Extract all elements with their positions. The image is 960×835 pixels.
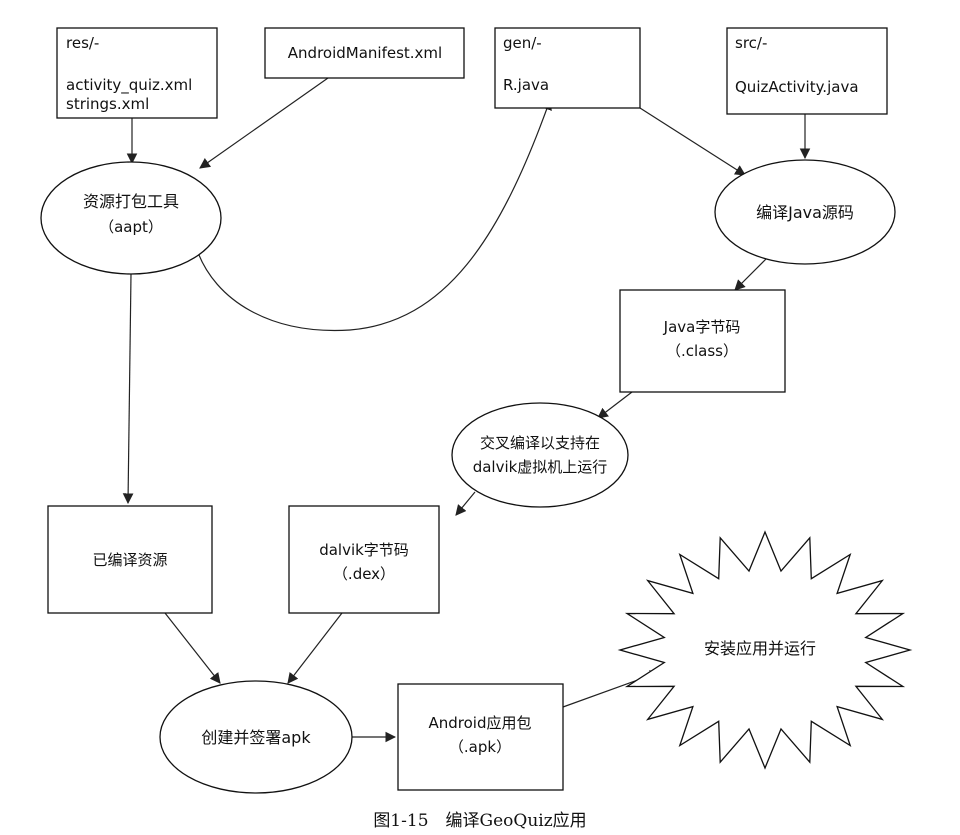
node-java-bytecode: Java字节码 （.class） <box>619 289 786 393</box>
edge-manifest-to-aapt <box>199 77 329 169</box>
node-aapt-line-2: （aapt） <box>99 218 163 236</box>
node-manifest-label: AndroidManifest.xml <box>288 44 442 62</box>
node-dx-line-1: 交叉编译以支持在 <box>480 434 600 452</box>
node-install-run-label: 安装应用并运行 <box>704 639 816 658</box>
node-dalvik-bytecode-line-2: （.dex） <box>333 565 395 583</box>
edge-rjava-to-javac <box>639 107 746 176</box>
edge-dx-to-dex <box>455 491 476 516</box>
edge-javac-to-classfile <box>734 256 769 291</box>
edge-classfile-to-dx <box>597 391 633 419</box>
node-manifest: AndroidManifest.xml <box>264 27 465 79</box>
edge-aapt-to-rjava <box>196 98 552 332</box>
node-res-folder: res/- activity_quiz.xml strings.xml <box>56 27 218 119</box>
node-javac: 编译Java源码 <box>714 159 896 265</box>
edge-dex-to-sign <box>287 612 343 684</box>
node-dx-line-2: dalvik虚拟机上运行 <box>473 458 608 476</box>
node-compiled-res-label: 已编译资源 <box>92 551 167 569</box>
node-gen-folder-line-3: R.java <box>503 76 549 94</box>
node-src-folder-line-1: src/- <box>735 34 767 52</box>
node-dalvik-bytecode: dalvik字节码 （.dex） <box>288 505 440 614</box>
node-sign-apk-label: 创建并签署apk <box>201 728 311 747</box>
starburst-shape <box>617 530 913 770</box>
node-gen-folder: gen/- R.java <box>494 27 641 109</box>
node-res-folder-line-3: activity_quiz.xml <box>66 76 192 95</box>
node-java-bytecode-line-1: Java字节码 <box>663 318 741 336</box>
node-install-run: 安装应用并运行 <box>617 530 913 770</box>
node-aapt-line-1: 资源打包工具 <box>83 192 179 211</box>
node-apk-package-line-2: （.apk） <box>449 738 511 756</box>
node-apk-package-line-1: Android应用包 <box>429 714 532 732</box>
node-javac-label: 编译Java源码 <box>756 203 854 222</box>
node-src-folder-line-3: QuizActivity.java <box>735 78 859 96</box>
node-res-folder-line-1: res/- <box>66 34 99 52</box>
node-java-bytecode-line-2: （.class） <box>666 342 738 360</box>
node-aapt: 资源打包工具 （aapt） <box>40 161 222 275</box>
node-gen-folder-line-1: gen/- <box>503 34 542 52</box>
node-dalvik-bytecode-line-1: dalvik字节码 <box>319 541 409 559</box>
node-apk-package: Android应用包 （.apk） <box>397 683 564 791</box>
node-src-folder: src/- QuizActivity.java <box>726 27 888 115</box>
node-res-folder-line-4: strings.xml <box>66 95 149 113</box>
node-compiled-res: 已编译资源 <box>47 505 213 614</box>
node-sign-apk: 创建并签署apk <box>159 680 353 794</box>
edge-compiled-res-to-sign <box>164 612 221 684</box>
edge-aapt-to-compiled-res <box>122 273 134 505</box>
node-dx: 交叉编译以支持在 dalvik虚拟机上运行 <box>451 402 629 508</box>
figure-caption: 图1-15 编译GeoQuiz应用 <box>373 811 586 831</box>
